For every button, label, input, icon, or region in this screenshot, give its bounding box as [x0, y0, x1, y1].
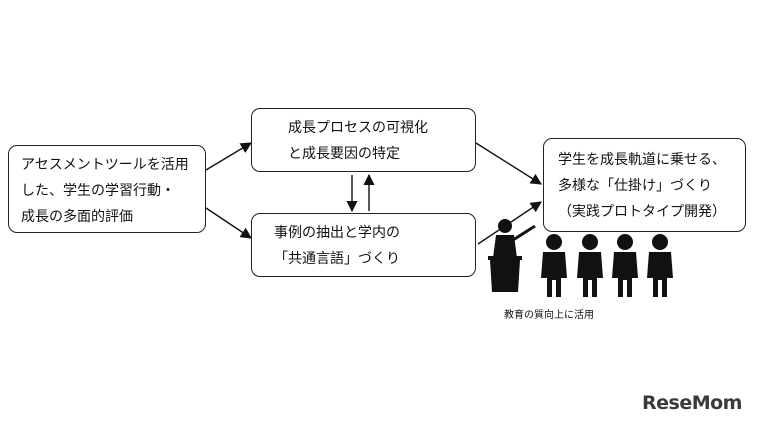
- mechanism-box: 学生を成長軌道に乗せる、 多様な「仕掛け」づくり （実践プロトタイプ開発）: [543, 138, 746, 232]
- cases-box: 事例の抽出と学内の 「共通言語」づくり: [251, 213, 476, 277]
- caption-quality-improvement: 教育の質向上に活用: [504, 310, 594, 321]
- student-icon-1: [541, 234, 567, 297]
- arrow-assess-to-visual: [205, 142, 252, 171]
- cases-line-1: 事例の抽出と学内の: [274, 225, 400, 241]
- mechanism-line-2: 多様な「仕掛け」づくり: [558, 178, 712, 194]
- audience-icon: [541, 234, 673, 297]
- resemom-logo: ReseMom: [642, 392, 742, 414]
- assessment-line-2: した、学生の学習行動・: [21, 183, 175, 199]
- student-icon-3: [612, 234, 638, 297]
- visualization-line-1: 成長プロセスの可視化: [288, 120, 428, 136]
- assessment-line-3: 成長の多面的評価: [21, 209, 133, 225]
- cases-line-2: 「共通言語」づくり: [274, 251, 400, 267]
- mechanism-line-1: 学生を成長軌道に乗せる、: [558, 152, 726, 168]
- assessment-line-1: アセスメントツールを活用: [21, 157, 189, 173]
- arrow-visual-to-mech: [475, 142, 542, 185]
- student-icon-4: [647, 234, 673, 297]
- arrow-assess-to-cases: [205, 207, 252, 239]
- mechanism-line-3: （実践プロトタイプ開発）: [558, 204, 726, 220]
- teacher-icon: [488, 219, 536, 292]
- visualization-line-2: と成長要因の特定: [288, 146, 400, 162]
- assessment-box: アセスメントツールを活用 した、学生の学習行動・ 成長の多面的評価: [8, 145, 206, 233]
- student-icon-2: [577, 234, 603, 297]
- visualization-box: 成長プロセスの可視化 と成長要因の特定: [251, 108, 476, 172]
